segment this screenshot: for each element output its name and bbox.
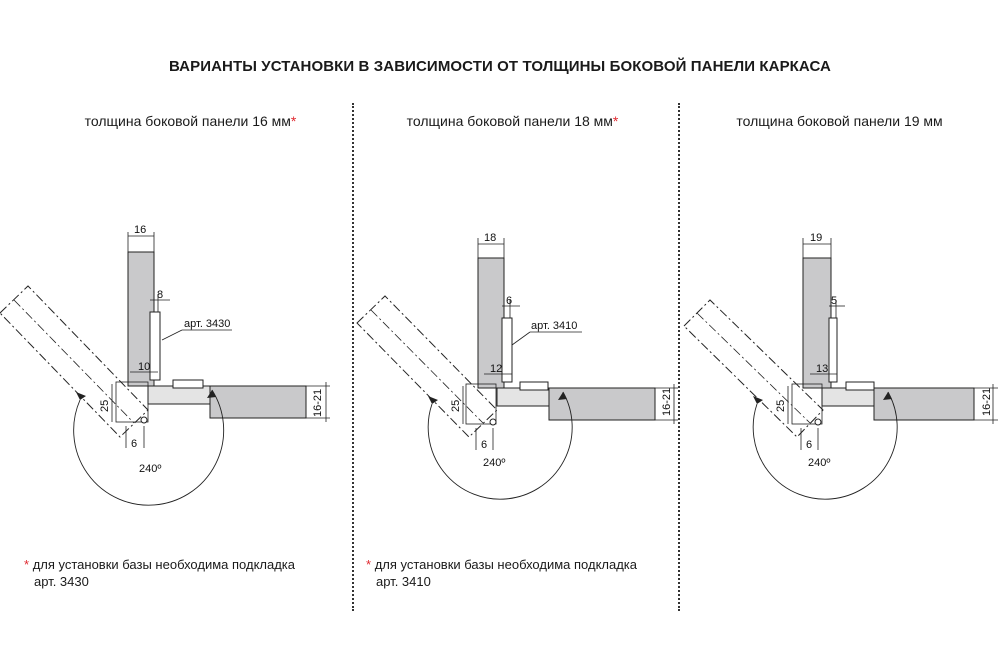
separator-right [678, 103, 680, 611]
door-panel [548, 387, 656, 421]
hinge-cup [519, 381, 549, 391]
swing-arc [427, 391, 573, 500]
hinge-plate [501, 317, 513, 383]
arc-arrow-right [883, 392, 892, 400]
swing-arc [752, 391, 898, 500]
gap-label: 13 [816, 363, 828, 375]
door-panel [873, 387, 975, 421]
dim-25-label: 25 [99, 400, 111, 412]
dim-25-label: 25 [450, 400, 462, 412]
page-title: ВАРИАНТЫ УСТАНОВКИ В ЗАВИСИМОСТИ ОТ ТОЛЩ… [169, 58, 831, 75]
angle-label: 240º [808, 457, 830, 469]
door-centerline [696, 312, 811, 424]
hinge-cup [845, 381, 875, 391]
hinge-arm [115, 381, 149, 423]
hinge-arm [465, 383, 497, 425]
gap-label: 10 [138, 361, 150, 373]
separator-left [352, 103, 354, 611]
hinge-plate [149, 311, 161, 381]
swing-arc [73, 389, 225, 506]
hinge-plate [828, 317, 838, 383]
hinge-body [821, 387, 875, 407]
thickness-label: 18 [484, 232, 496, 244]
arc-arrow-left [753, 396, 763, 404]
hinge-dim-label: 8 [157, 289, 163, 301]
art-label: арт. 3410 [531, 320, 577, 332]
hinge-arm [791, 383, 823, 425]
thickness-label: 16 [134, 224, 146, 236]
hinge-dim-label: 5 [831, 295, 837, 307]
arc-arrow-left [428, 396, 438, 404]
angle-label: 240º [483, 457, 505, 469]
pivot-point [814, 418, 822, 426]
dim-6-label: 6 [131, 438, 137, 450]
thickness-label: 19 [810, 232, 822, 244]
angle-label: 240º [139, 463, 161, 475]
door-panel [209, 385, 307, 419]
dim-6-label: 6 [806, 439, 812, 451]
arc-arrow-left [76, 392, 86, 400]
door-range-label: 16-21 [661, 388, 673, 416]
panel-1-subtitle: толщина боковой панели 16 мм* [84, 113, 297, 129]
dim-25-label: 25 [775, 400, 787, 412]
door-centerline [370, 309, 484, 424]
panel-3-subtitle: толщина боковой панели 19 мм [736, 113, 943, 129]
side-panel [477, 257, 505, 389]
gap-label: 12 [490, 363, 502, 375]
hinge-cup [172, 379, 204, 389]
door-range-label: 16-21 [312, 389, 324, 417]
panel-1-note: * для установки базы необходима подкладк… [24, 557, 296, 589]
dim-6-label: 6 [481, 439, 487, 451]
arc-arrow-right [207, 390, 216, 398]
art-label: арт. 3430 [184, 318, 230, 330]
panel-2-note: * для установки базы необходима подкладк… [366, 557, 638, 589]
door-centerline [13, 299, 135, 424]
panel-2-subtitle: толщина боковой панели 18 мм* [406, 113, 619, 129]
door-range-label: 16-21 [981, 388, 993, 416]
pivot-point [140, 416, 148, 424]
hinge-dim-label: 6 [506, 295, 512, 307]
arc-arrow-right [558, 392, 567, 400]
pivot-point [489, 418, 497, 426]
